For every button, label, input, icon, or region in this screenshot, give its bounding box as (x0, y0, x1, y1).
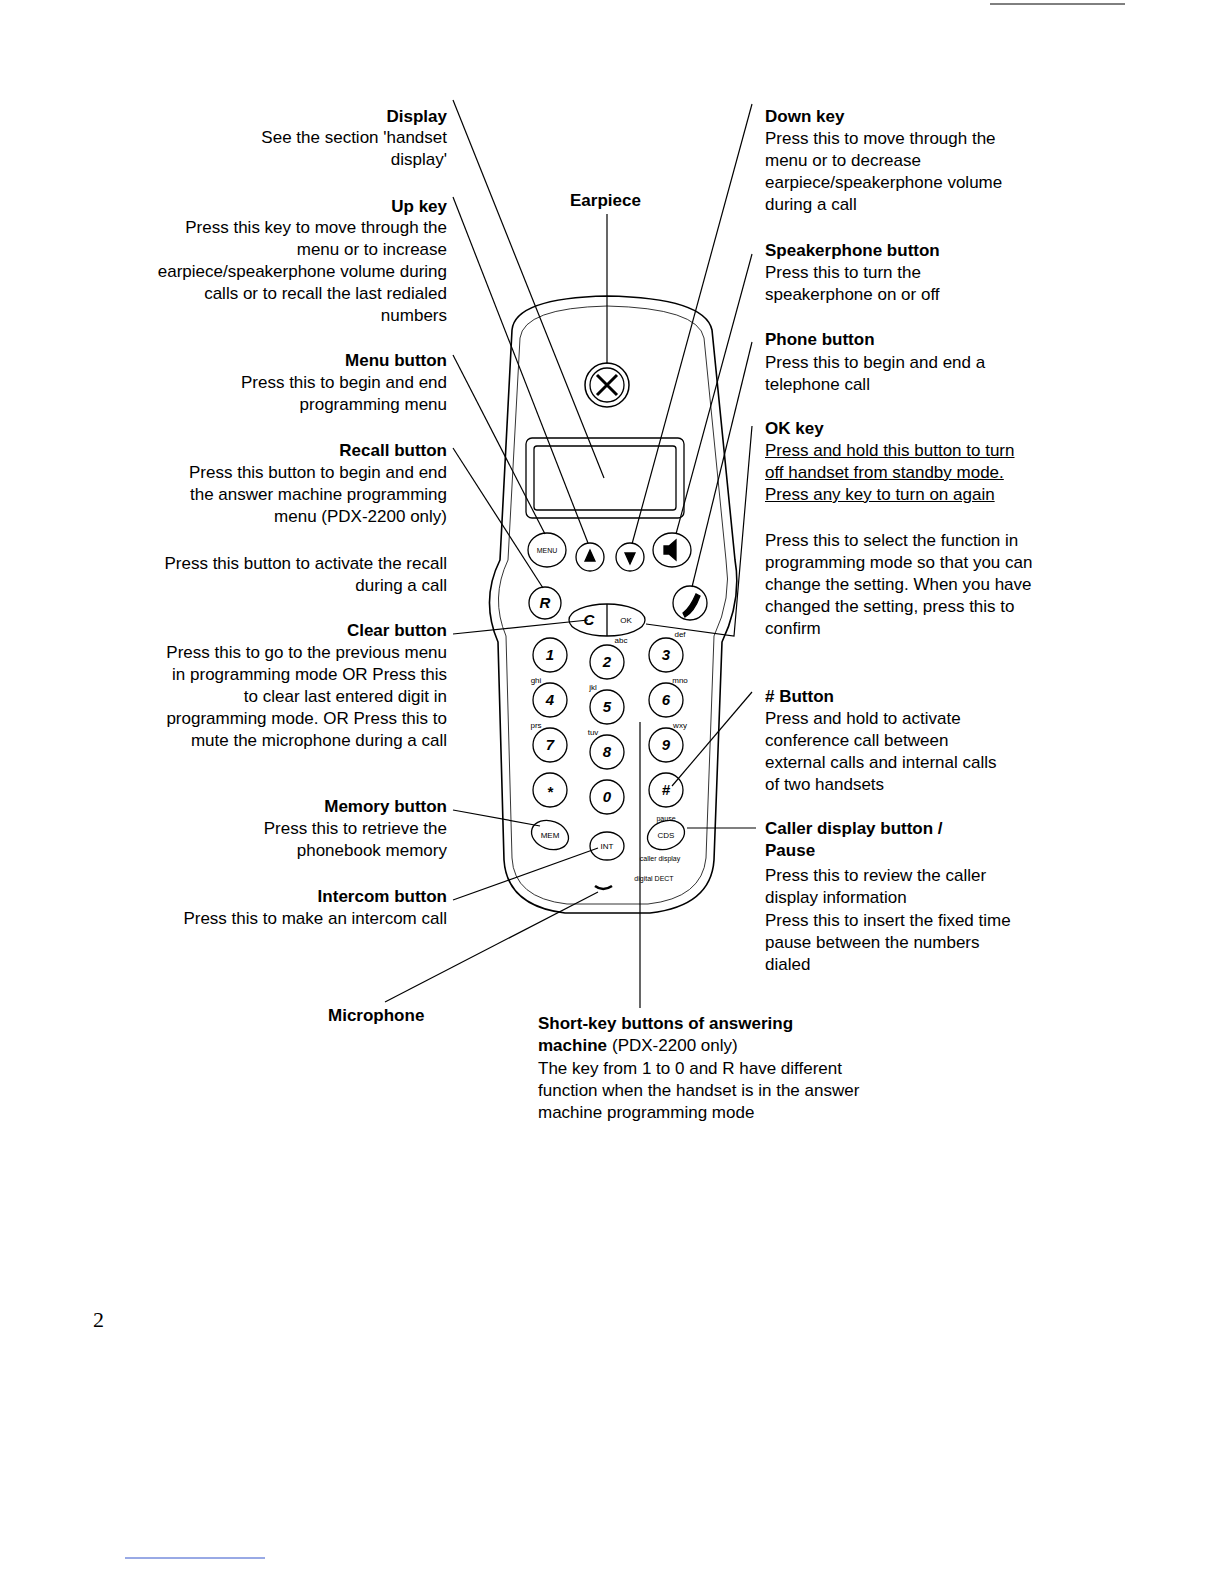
key-caption: abc (615, 636, 628, 645)
key-label: 2 (603, 654, 611, 670)
key-label: 3 (662, 647, 670, 663)
key-label: 1 (546, 647, 554, 663)
key-caption: ghi (531, 676, 542, 685)
callout-text: Press this to review the caller display … (765, 865, 1033, 909)
callout-heading: Microphone (328, 1005, 468, 1027)
callout-text: Press this to begin and end programming … (202, 372, 447, 416)
callout-text: Press and hold to activate conference ca… (765, 708, 1003, 796)
callout-heading: Display (247, 106, 447, 128)
callout-heading: Menu button (247, 350, 447, 372)
key-caption: mno (672, 676, 688, 685)
callout-heading: OK key (765, 418, 1005, 440)
key-label: 4 (546, 692, 554, 708)
key-caption: def (674, 630, 685, 639)
callout-text: Press this button to activate the recall… (157, 553, 447, 597)
callout-text: Press this to begin and end a telephone … (765, 352, 1027, 396)
key-caption: OK (620, 616, 632, 625)
callout-heading: Recall button (247, 440, 447, 462)
callout-heading: Earpiece (570, 190, 690, 212)
key-label: C (584, 612, 595, 628)
short-key-heading: Short-key buttons of answering machine(P… (538, 1013, 873, 1057)
callout-text: Press this key to move through the menu … (157, 217, 447, 327)
key-caption: INT (601, 842, 614, 851)
callout-text: Press this to insert the fixed time paus… (765, 910, 1017, 976)
key-label: 5 (603, 699, 611, 715)
key-caption: CDS (658, 831, 675, 840)
key-caption: MEM (541, 831, 560, 840)
page-number: 2 (93, 1308, 133, 1332)
callout-heading: Down key (765, 106, 1005, 128)
key-caption: tuv (588, 728, 599, 737)
key-caption: pause (656, 814, 675, 823)
key-label: 7 (546, 737, 554, 753)
callout-text: (PDX-2200 only) (612, 1036, 738, 1055)
key-caption: MENU (537, 546, 558, 555)
key-caption: digital DECT (634, 874, 673, 883)
callout-note: Press and hold this button to turn off h… (765, 440, 1023, 506)
callout-heading: # Button (765, 686, 1005, 708)
key-label: 9 (662, 737, 670, 753)
callout-heading: Clear button (247, 620, 447, 642)
key-caption: wxy (673, 721, 687, 730)
callout-text: Press this to make an intercom call (169, 908, 447, 930)
key-label: R (540, 595, 551, 611)
key-label: # (662, 782, 670, 798)
callout-text: Press this to select the function in pro… (765, 530, 1033, 640)
callout-heading: Up key (247, 196, 447, 218)
callout-text: Press this button to begin and end the a… (162, 462, 447, 528)
key-caption: prs (530, 721, 541, 730)
callout-text: Press this to turn the speakerphone on o… (765, 262, 977, 306)
callout-heading: Phone button (765, 329, 1005, 351)
callout-text: See the section 'handset display' (227, 127, 447, 171)
callout-text: Press this to go to the previous menu in… (155, 642, 447, 752)
callout-text: Press this to retrieve the phonebook mem… (222, 818, 447, 862)
key-label: 6 (662, 692, 670, 708)
callout-heading: Caller display button / Pause (765, 818, 965, 862)
callout-text: Press this to move through the menu or t… (765, 128, 1010, 216)
key-label: 8 (603, 744, 611, 760)
key-caption: caller display (640, 854, 680, 863)
key-label: 0 (603, 789, 611, 805)
callout-heading: Speakerphone button (765, 240, 1005, 262)
callout-heading: Intercom button (247, 886, 447, 908)
key-caption: jkl (589, 683, 597, 692)
callout-heading: Memory button (247, 796, 447, 818)
callout-text: The key from 1 to 0 and R have different… (538, 1058, 903, 1124)
key-label: * (547, 784, 553, 800)
